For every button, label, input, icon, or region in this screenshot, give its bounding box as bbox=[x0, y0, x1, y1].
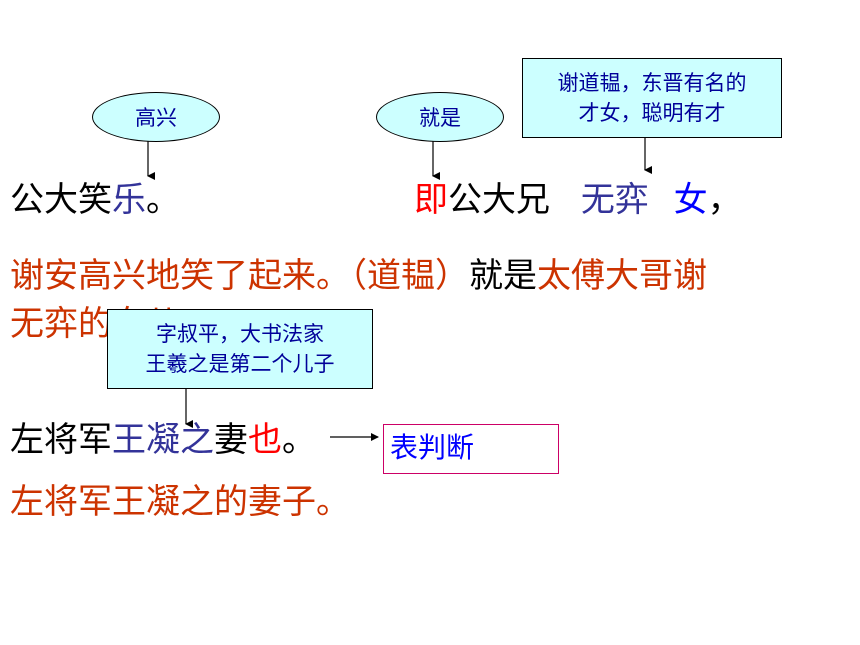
sentence-line3: 左将军王凝之妻也。 bbox=[10, 420, 316, 460]
line3-part1: 左将军 bbox=[10, 420, 112, 460]
gloss-xiedaoyun: 谢道韫，东晋有名的 才女，聪明有才 bbox=[522, 58, 782, 138]
line2-part2: 公大兄 bbox=[448, 180, 550, 220]
translation2: 左将军王凝之的妻子。 bbox=[10, 482, 350, 522]
line1-part1: 公大笑 bbox=[10, 180, 112, 220]
translation1-part3: 太傅大哥谢 bbox=[537, 256, 707, 296]
translation1-line-a: 谢安高兴地笑了起来。（道韫）就是太傅大哥谢 bbox=[10, 256, 707, 296]
line3-part3: 妻 bbox=[214, 420, 248, 460]
gloss-gaoxing: 高兴 bbox=[92, 92, 220, 142]
gloss-wangning-line1: 字叔平，大书法家 bbox=[156, 322, 324, 346]
gloss-jiushi-text: 就是 bbox=[419, 106, 461, 130]
gloss-xiedaoyun-line1: 谢道韫，东晋有名的 bbox=[557, 71, 747, 95]
gloss-gaoxing-text: 高兴 bbox=[135, 106, 177, 130]
line2-part4: 女 bbox=[673, 180, 708, 220]
line3-part5: 。 bbox=[282, 420, 316, 460]
sentence-line1: 公大笑乐。 bbox=[10, 180, 180, 220]
translation1-part1: 谢安高兴地笑了起来。（道韫） bbox=[10, 256, 469, 296]
line2-part5: ， bbox=[707, 180, 742, 220]
gloss-wangning-line2: 王羲之是第二个儿子 bbox=[145, 352, 335, 376]
gloss-wangning: 字叔平，大书法家 王羲之是第二个儿子 bbox=[107, 309, 373, 389]
translation1-part2: 就是 bbox=[469, 256, 537, 296]
line1-part2: 乐 bbox=[112, 180, 146, 220]
note-judgment: 表判断 bbox=[383, 424, 559, 474]
line3-part4: 也 bbox=[248, 420, 282, 460]
line1-part3: 。 bbox=[146, 180, 180, 220]
line2-part3: 无弈 bbox=[580, 180, 649, 220]
note-judgment-text: 表判断 bbox=[390, 431, 475, 464]
gloss-xiedaoyun-line2: 才女，聪明有才 bbox=[578, 101, 726, 125]
line2-part1: 即 bbox=[414, 180, 448, 220]
line3-part2: 王凝之 bbox=[112, 420, 214, 460]
sentence-line2: 即公大兄 无弈 女， bbox=[414, 180, 742, 220]
gloss-jiushi: 就是 bbox=[376, 92, 504, 142]
